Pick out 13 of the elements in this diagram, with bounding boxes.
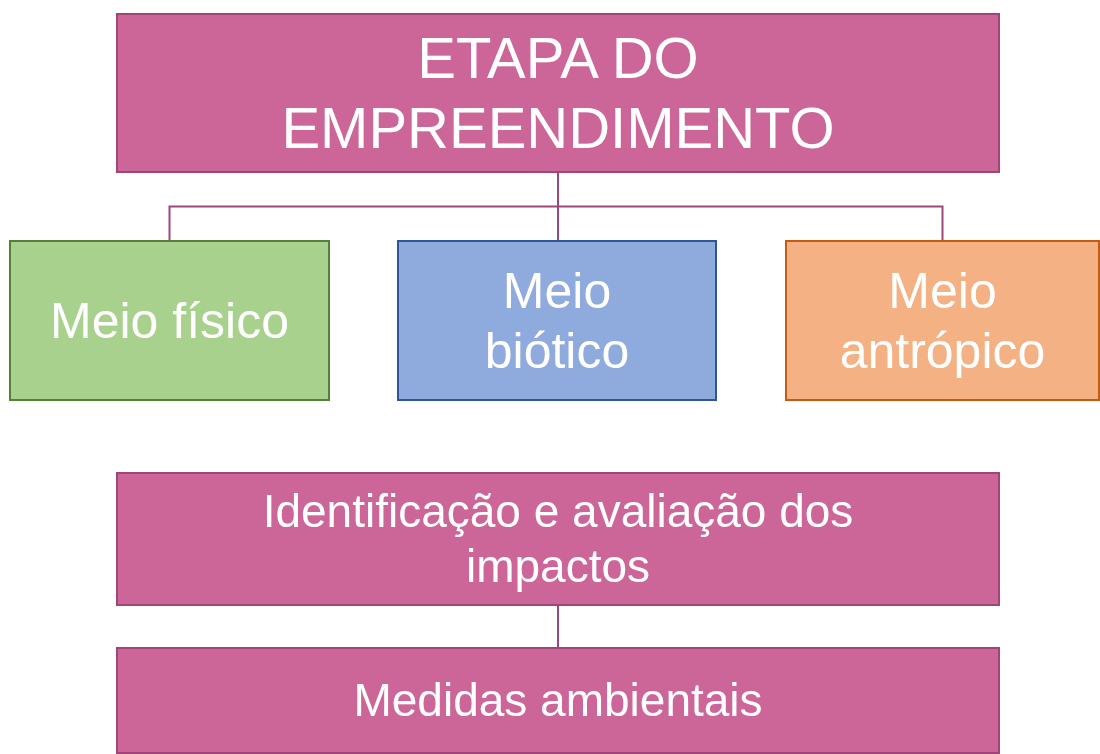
process-box xyxy=(116,472,1000,606)
stage-box xyxy=(116,13,1000,173)
category-box xyxy=(397,240,717,401)
connector-line xyxy=(557,605,559,648)
box-label: Identificação e avaliação dos impactos xyxy=(261,483,855,594)
category-box xyxy=(785,240,1100,401)
box-label: Medidas ambientais xyxy=(353,672,763,728)
box-label: Meio antrópico xyxy=(838,261,1047,381)
box-label: ETAPA DO EMPREENDIMENTO xyxy=(280,24,836,162)
box-label: Meio biótico xyxy=(483,261,631,381)
category-box xyxy=(9,240,330,401)
process-box xyxy=(116,647,1000,754)
box-label: Meio físico xyxy=(50,291,289,351)
